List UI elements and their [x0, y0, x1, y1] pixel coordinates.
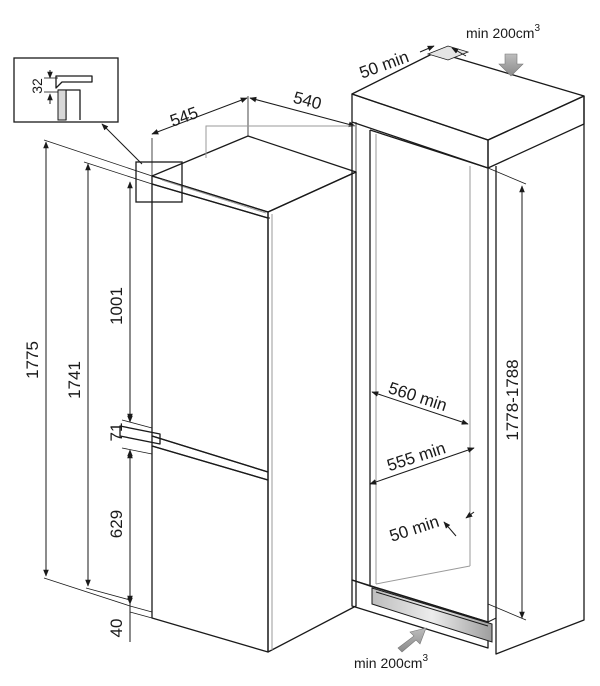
hinge-detail-callout: 32	[13, 57, 183, 203]
total-height-label: 1775	[23, 341, 42, 379]
depth-top-label: 540	[291, 88, 323, 114]
upper-door	[151, 183, 269, 473]
niche-height-label: 1778-1788	[503, 359, 522, 440]
lower-door-label: 629	[107, 510, 126, 538]
niche-depth-label: 560 min	[386, 378, 449, 415]
cabinet-plinth	[351, 579, 489, 649]
ventilation-callouts: min 200cm3 min 200cm3	[354, 23, 540, 671]
handle-strip	[119, 425, 161, 445]
cabinet-side-panel	[495, 96, 585, 655]
door-gap-label: 71	[107, 423, 126, 442]
niche-depth-line	[371, 391, 469, 425]
detail-target-box	[135, 161, 183, 203]
base-height-label: 40	[107, 619, 126, 638]
door-gap-strip	[151, 435, 269, 481]
depth-side-label: 545	[168, 103, 201, 131]
appliance-drawing	[119, 135, 357, 653]
niche-width-label: 555 min	[385, 438, 448, 475]
top-gap-label: 50 min	[357, 47, 411, 82]
detail-pointer-arrow	[101, 123, 143, 165]
side-panel	[267, 171, 357, 653]
top-vent-label: min 200cm3	[466, 23, 540, 41]
top-vent-slot	[426, 45, 470, 61]
depth-side-line	[151, 97, 248, 135]
appliance-height-label: 1741	[65, 361, 84, 399]
rear-gap-label: 50 min	[387, 512, 441, 546]
niche-width-line	[369, 447, 475, 485]
upper-door-label: 1001	[107, 287, 126, 325]
detail-gap-label: 32	[29, 78, 45, 94]
bottom-vent-label: min 200cm3	[354, 653, 428, 671]
bottom-vent-grille	[371, 587, 493, 643]
bottom-vent-arrow	[397, 627, 427, 653]
top-vent-arrow	[498, 53, 524, 77]
depth-top-line	[249, 96, 356, 128]
lower-door	[151, 445, 269, 653]
niche-drawing	[351, 45, 585, 655]
height-dimensions: 1775 1741 1001 71 629 40	[23, 139, 153, 642]
